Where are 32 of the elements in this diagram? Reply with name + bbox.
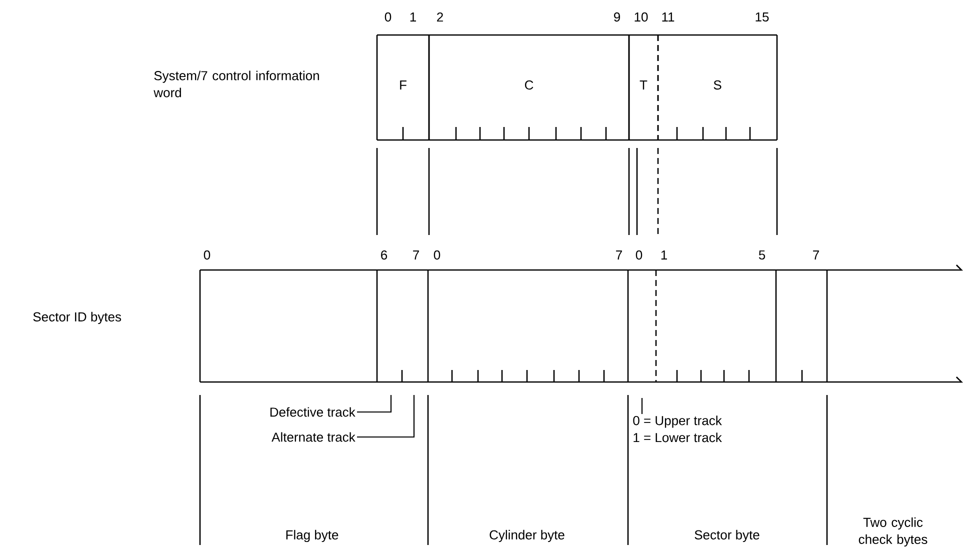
bit-number: 15 [756,12,769,22]
bit-number: 9 [614,12,620,22]
bit-field-box: S [657,34,778,141]
bit-field-box: T [628,34,659,141]
bit-number: 1 [410,12,416,22]
bit-number: 6 [381,250,388,260]
callout-text: Alternate track [272,432,356,442]
bit-number: 10 [634,12,648,22]
bit-number: 7 [616,250,622,260]
callout-text: 0 = Upper track 1 = Lower track [633,416,722,442]
bit-number: 0 [384,12,392,22]
bit-number: 7 [413,250,419,260]
row-label: System/7 control information word [154,70,319,98]
leader-line [641,398,643,414]
bit-number: 0 [636,250,642,260]
bit-number: 5 [758,250,766,260]
bit-number: 7 [813,250,819,260]
row-label: Sector ID bytes [33,312,122,324]
bit-field-box: F [376,34,430,141]
byte-label: Two cyclic check bytes [858,517,928,547]
callout-text: Defective track [270,407,356,417]
bit-number: 0 [434,250,440,260]
bit-number: 11 [662,12,674,22]
bit-number: 2 [437,12,443,22]
bit-number: 1 [661,250,667,260]
leader-line [357,395,415,438]
byte-label: Flag byte [286,530,338,542]
bit-number: 0 [204,250,210,260]
leader-line [357,395,392,413]
bit-field-box: C [428,34,630,141]
byte-label: Sector byte [694,530,760,542]
byte-label: Cylinder byte [490,530,564,542]
